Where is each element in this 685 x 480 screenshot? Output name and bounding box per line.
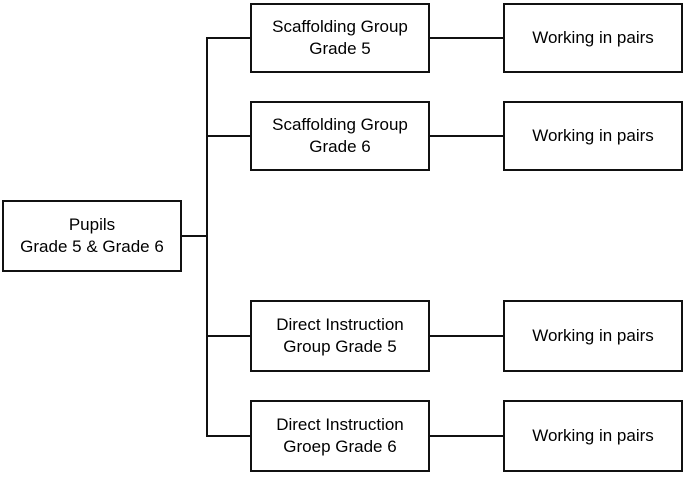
node-outcome-working-in-pairs-1: Working in pairs [503,3,683,73]
node-label-line: Working in pairs [532,126,654,145]
connector-trunk-to-group-3 [206,335,252,337]
node-label-line: Groep Grade 6 [283,437,397,456]
node-outcome-working-in-pairs-4: Working in pairs [503,400,683,472]
node-label-line: Group Grade 5 [283,337,397,356]
connector-root-to-trunk [180,235,208,237]
node-group-direct-instruction-grade6: Direct Instruction Groep Grade 6 [250,400,430,472]
connector-trunk-vertical [206,37,208,437]
connector-group-to-outcome-2 [428,135,505,137]
node-label-line: Scaffolding Group [272,17,408,36]
node-group-scaffolding-grade5: Scaffolding Group Grade 5 [250,3,430,73]
node-label-line: Grade 5 [309,39,371,58]
node-group-direct-instruction-grade5: Direct Instruction Group Grade 5 [250,300,430,372]
connector-group-to-outcome-1 [428,37,505,39]
node-pupils-root: Pupils Grade 5 & Grade 6 [2,200,182,272]
node-label-line: Direct Instruction [276,415,404,434]
node-label-line: Pupils [68,215,116,234]
connector-group-to-outcome-4 [428,435,505,437]
node-outcome-working-in-pairs-3: Working in pairs [503,300,683,372]
connector-trunk-to-group-1 [206,37,252,39]
node-label-line: Working in pairs [532,426,654,445]
node-label-line: Grade 6 [309,137,371,156]
node-label-line: Grade 5 & Grade 6 [20,237,164,256]
connector-trunk-to-group-4 [206,435,252,437]
connector-trunk-to-group-2 [206,135,252,137]
node-label-line: Working in pairs [532,28,654,47]
node-outcome-working-in-pairs-2: Working in pairs [503,101,683,171]
node-label-line: Scaffolding Group [272,115,408,134]
node-label-line: Direct Instruction [276,315,404,334]
connector-group-to-outcome-3 [428,335,505,337]
node-label-line: Working in pairs [532,326,654,345]
node-group-scaffolding-grade6: Scaffolding Group Grade 6 [250,101,430,171]
